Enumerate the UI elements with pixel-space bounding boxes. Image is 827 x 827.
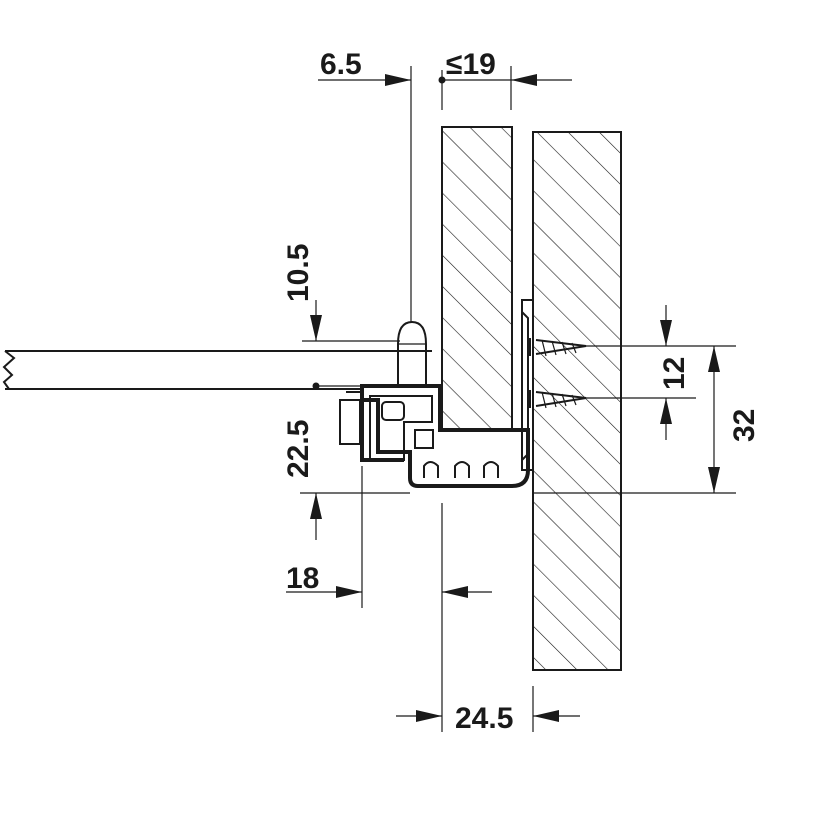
cabinet-side-panel	[532, 131, 622, 671]
dimension-label-19: ≤19	[446, 48, 496, 81]
dimension-22-5: 22.5	[282, 382, 410, 540]
dimension-label-18: 18	[286, 562, 319, 595]
dimension-label-24-5: 24.5	[455, 702, 513, 735]
dimension-6-5: 6.5	[318, 48, 412, 322]
dimension-label-22-5: 22.5	[282, 420, 315, 478]
dimension-label-12: 12	[658, 357, 691, 390]
dimension-label-32: 32	[728, 409, 761, 442]
dimension-12: 12	[586, 305, 736, 440]
dimension-label-10-5: 10.5	[282, 244, 315, 302]
dimension-24-5: 24.5	[396, 503, 580, 735]
dimension-18: 18	[286, 466, 363, 608]
dimension-32: 32	[533, 346, 761, 494]
runner-profile	[339, 299, 534, 488]
drawer-side-panel	[441, 126, 513, 431]
dimension-label-6-5: 6.5	[320, 48, 362, 81]
drawer-bottom-board	[2, 350, 432, 390]
dimension-19: ≤19	[438, 48, 572, 110]
dimension-10-5: 10.5	[282, 244, 400, 342]
